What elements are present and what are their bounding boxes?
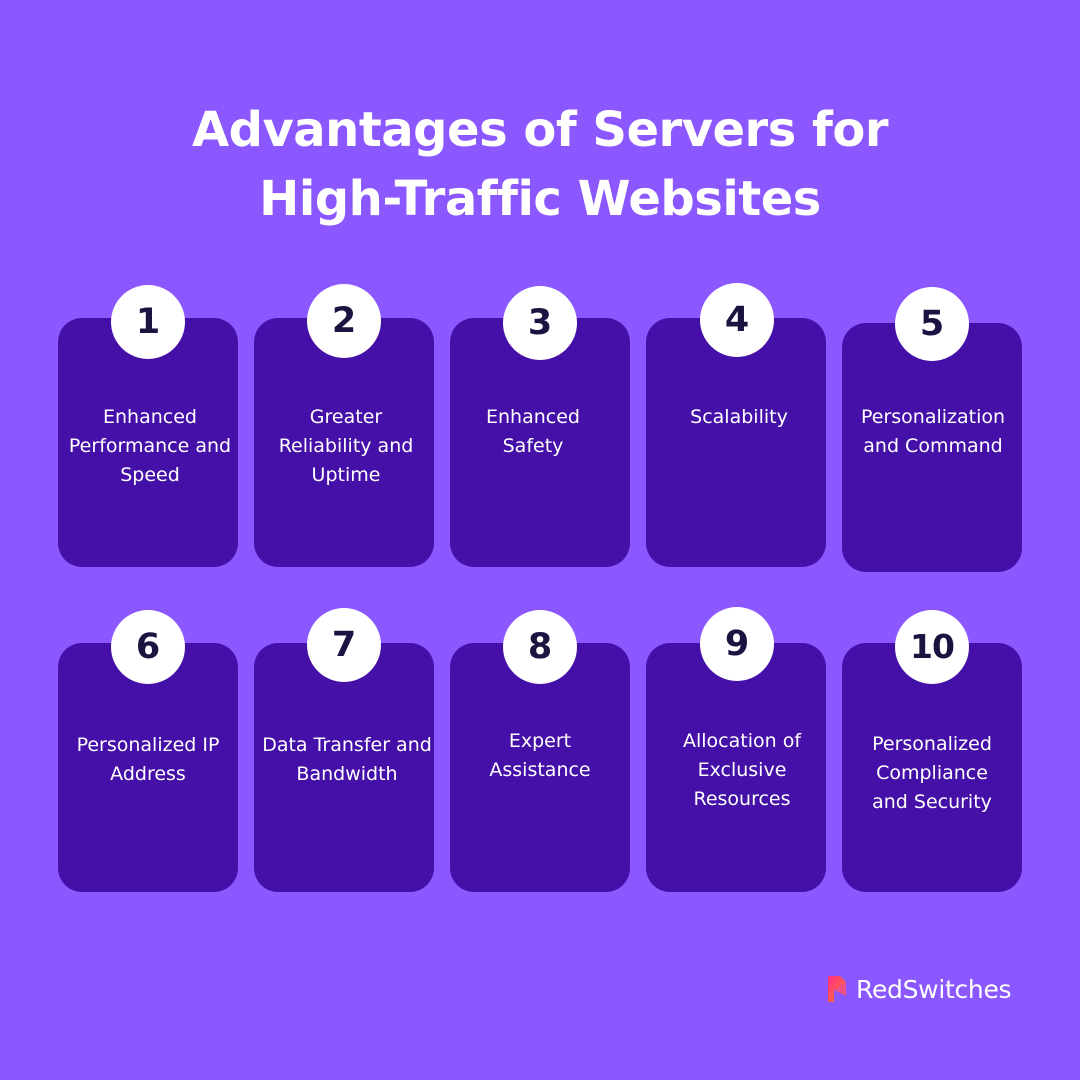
advantage-label-4: Scalability [690, 406, 788, 428]
advantage-card-6 [58, 643, 238, 892]
number-badge-9: 9 [700, 607, 774, 681]
number-badge-7: 7 [307, 608, 381, 682]
advantage-label-2: Greater Reliability and Uptime [278, 406, 414, 486]
page-title-line-2: High-Traffic Websites [259, 171, 821, 227]
brand-logo: RedSwitches [826, 972, 1012, 1006]
number-badge-5: 5 [895, 287, 969, 361]
advantage-card-8 [450, 643, 630, 892]
advantage-label-3: Enhanced Safety [486, 406, 580, 457]
number-badge-10: 10 [895, 610, 969, 684]
number-badge-4: 4 [700, 283, 774, 357]
page-title-line-1: Advantages of Servers for [191, 102, 889, 158]
redswitches-logo-icon [828, 976, 846, 1002]
advantage-card-9 [646, 643, 826, 892]
advantage-label-1: Enhanced Performance and Speed [68, 406, 232, 486]
advantage-label-5: Personalization and Command [860, 406, 1006, 457]
advantage-card-5 [842, 323, 1022, 572]
page-title: Advantages of Servers for High-Traffic W… [0, 96, 1080, 234]
advantage-card-10 [842, 643, 1022, 892]
number-badge-8: 8 [503, 610, 577, 684]
advantage-card-4 [646, 318, 826, 567]
advantage-label-10: Personalized Compliance and Security [872, 733, 992, 813]
advantage-label-6: Personalized IP Address [76, 734, 220, 785]
advantage-label-7: Data Transfer and Bandwidth [262, 734, 432, 785]
brand-name: RedSwitches [856, 974, 1012, 1004]
number-badge-2: 2 [307, 284, 381, 358]
advantage-card-7 [254, 643, 434, 892]
advantage-label-9: Allocation of Exclusive Resources [682, 730, 802, 810]
number-badge-3: 3 [503, 286, 577, 360]
number-badge-6: 6 [111, 610, 185, 684]
advantage-card-1 [58, 318, 238, 567]
advantage-card-2 [254, 318, 434, 567]
number-badge-1: 1 [111, 285, 185, 359]
advantage-label-8: Expert Assistance [489, 730, 591, 781]
